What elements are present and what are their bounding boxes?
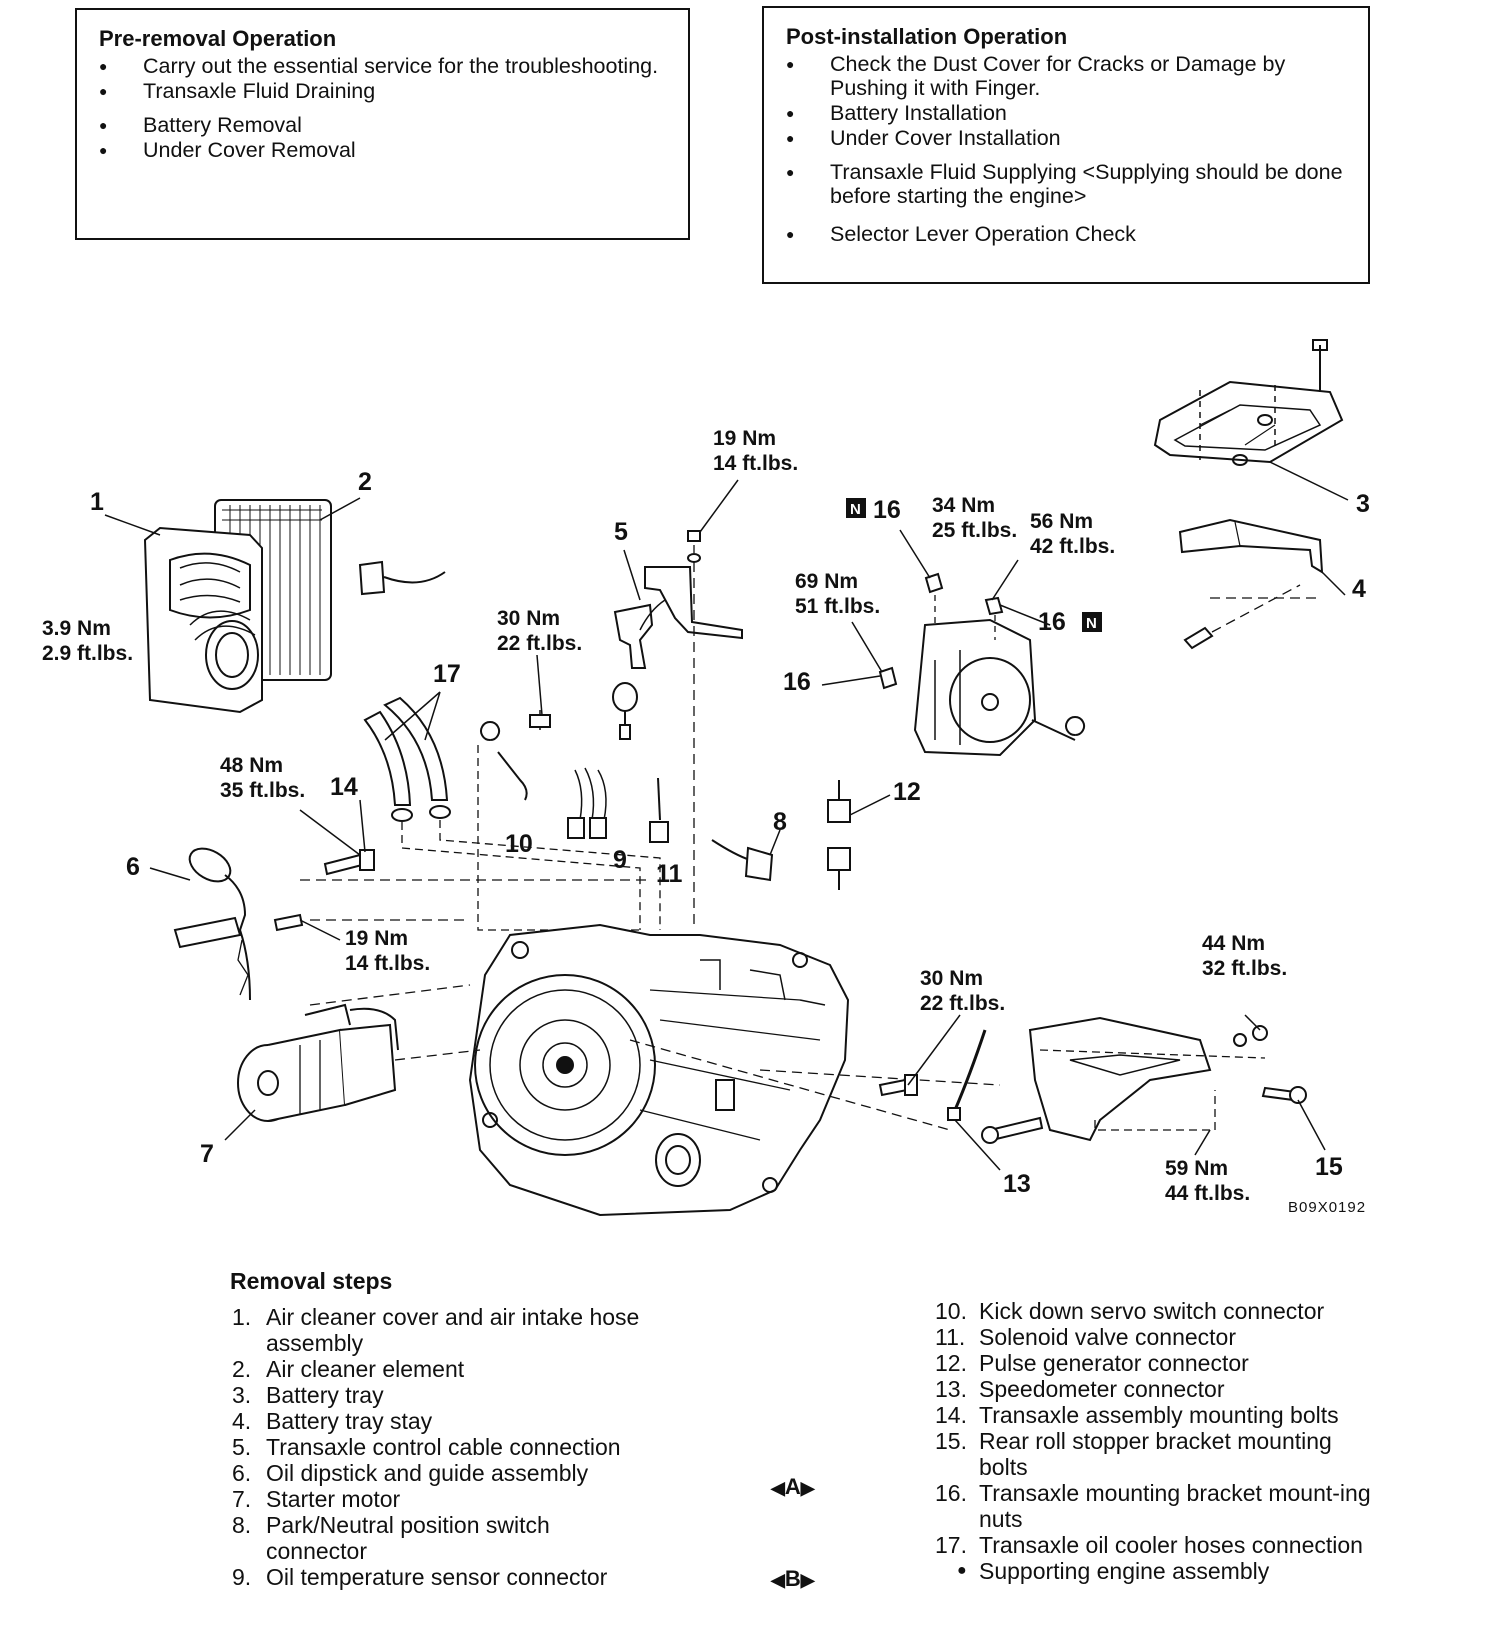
torque-label: 69 Nm (795, 570, 858, 593)
removal-step: 16.Transaxle mounting bracket mount-ing … (935, 1480, 1371, 1532)
callout-8: 8 (773, 808, 787, 836)
torque-label: 48 Nm (220, 754, 283, 777)
torque-label: 22 ft.lbs. (497, 632, 582, 655)
removal-step: 10.Kick down servo switch connector (935, 1298, 1325, 1324)
torque-label: 14 ft.lbs. (713, 452, 798, 475)
mounting-bolt (323, 849, 375, 876)
removal-step: 4.Battery tray stay (232, 1408, 433, 1434)
torque-label: 42 ft.lbs. (1030, 535, 1115, 558)
callout-9: 9 (613, 846, 627, 874)
callout-12: 12 (893, 778, 921, 806)
removal-step: 15.Rear roll stopper bracket mounting bo… (935, 1428, 1332, 1480)
torque-label: 44 Nm (1202, 932, 1265, 955)
callout-10: 10 (505, 830, 533, 858)
roll-stopper-bracket (759, 1016, 1307, 1144)
air-cleaner-assembly (143, 499, 446, 714)
post-installation-title: Post-installation Operation (786, 24, 1068, 49)
post-installation-item: Check the Dust Cover for Cracks or Damag… (786, 52, 1346, 100)
torque-label: 35 ft.lbs. (220, 779, 305, 802)
pre-removal-list: Carry out the essential service for the … (99, 54, 666, 162)
torque-label: 19 Nm (345, 927, 408, 950)
post-installation-item: Under Cover Installation (786, 126, 1346, 150)
removal-step: 9.Oil temperature sensor connector (232, 1564, 608, 1590)
torque-label: 59 Nm (1165, 1157, 1228, 1180)
torque-label: 51 ft.lbs. (795, 595, 880, 618)
removal-step: 6.Oil dipstick and guide assembly (232, 1460, 589, 1486)
removal-step: 5.Transaxle control cable connection (232, 1434, 621, 1460)
post-installation-list: Check the Dust Cover for Cracks or Damag… (786, 52, 1346, 246)
torque-label: 3.9 Nm (42, 617, 111, 640)
callout-2: 2 (358, 468, 372, 496)
torque-label: 30 Nm (920, 967, 983, 990)
post-installation-item: Battery Installation (786, 101, 1346, 125)
removal-step: 11.Solenoid valve connector (935, 1324, 1236, 1350)
n-mark-icon (1082, 612, 1102, 632)
pre-removal-box: Pre-removal Operation Carry out the esse… (75, 8, 690, 240)
pre-removal-item: Carry out the essential service for the … (99, 54, 666, 78)
torque-label: 30 Nm (497, 607, 560, 630)
pre-removal-item: Transaxle Fluid Draining (99, 79, 666, 103)
callout-16a: 16 (873, 496, 901, 524)
speedometer-connector (629, 1029, 987, 1131)
callout-6: 6 (126, 853, 140, 881)
post-installation-item: Selector Lever Operation Check (786, 222, 1346, 246)
battery-tray (1153, 339, 1344, 466)
figure-code: B09X0192 (1288, 1199, 1366, 1216)
torque-label: 44 ft.lbs. (1165, 1182, 1250, 1205)
transaxle-body (468, 923, 850, 1217)
torque-label: 22 ft.lbs. (920, 992, 1005, 1015)
removal-step: 13.Speedometer connector (935, 1376, 1225, 1402)
removal-step: 3.Battery tray (232, 1382, 384, 1408)
removal-step: 12.Pulse generator connector (935, 1350, 1249, 1376)
torque-label: 25 ft.lbs. (932, 519, 1017, 542)
pre-removal-item: Under Cover Removal (99, 138, 666, 162)
callout-7: 7 (200, 1140, 214, 1168)
starter-motor (237, 984, 481, 1122)
n-mark-text: N (1086, 615, 1097, 632)
n-mark-text: N (850, 501, 861, 518)
post-installation-item: Transaxle Fluid Supplying <Supplying sho… (786, 160, 1346, 208)
callout-15: 15 (1315, 1153, 1343, 1181)
callout-1: 1 (90, 488, 104, 516)
callout-4: 4 (1352, 575, 1366, 603)
torque-label: 14 ft.lbs. (345, 952, 430, 975)
callout-5: 5 (614, 518, 628, 546)
oil-cooler-hoses (363, 696, 661, 930)
torque-label: 32 ft.lbs. (1202, 957, 1287, 980)
callout-11: 11 (656, 860, 683, 888)
marker-b: ◀B▶ (771, 1566, 815, 1591)
n-mark-icon (846, 498, 866, 518)
callout-14: 14 (330, 773, 358, 801)
removal-step: 17.Transaxle oil cooler hoses connection (935, 1532, 1363, 1558)
pre-removal-item: Battery Removal (99, 113, 666, 137)
removal-step: 7.Starter motor (232, 1486, 401, 1512)
control-cable-bracket (612, 530, 743, 930)
torque-label: 34 Nm (932, 494, 995, 517)
wiring-connectors (477, 710, 851, 931)
callout-16c: 16 (783, 668, 811, 696)
leader-lines (104, 461, 1349, 1171)
battery-tray-stay (1178, 518, 1324, 650)
transaxle-mount-bracket (878, 572, 1086, 757)
callout-17: 17 (433, 660, 461, 688)
removal-steps-title: Removal steps (230, 1268, 393, 1294)
pre-removal-title: Pre-removal Operation (99, 26, 337, 51)
removal-steps-right: 10.Kick down servo switch connector 11.S… (935, 1298, 1425, 1584)
removal-step: ●Supporting engine assembly (957, 1558, 1270, 1584)
callout-16b: 16 (1038, 608, 1066, 636)
torque-label: 56 Nm (1030, 510, 1093, 533)
post-installation-box: Post-installation Operation Check the Du… (762, 6, 1370, 284)
removal-steps-left: 1.Air cleaner cover and air intake hose … (232, 1304, 692, 1590)
removal-step: 2.Air cleaner element (232, 1356, 465, 1382)
torque-label: 2.9 ft.lbs. (42, 642, 133, 665)
marker-a: ◀A▶ (771, 1474, 815, 1499)
callout-13: 13 (1003, 1170, 1031, 1198)
removal-step: 8.Park/Neutral position switch connector (232, 1512, 550, 1564)
torque-label: 19 Nm (713, 427, 776, 450)
oil-dipstick (173, 847, 650, 1001)
removal-step: 1.Air cleaner cover and air intake hose … (232, 1304, 640, 1356)
removal-step: 14.Transaxle assembly mounting bolts (935, 1402, 1339, 1428)
callout-3: 3 (1356, 490, 1370, 518)
transaxle-exploded-diagram: 1 2 3 4 5 6 7 8 9 10 11 12 13 14 15 N 16… (42, 339, 1370, 1217)
